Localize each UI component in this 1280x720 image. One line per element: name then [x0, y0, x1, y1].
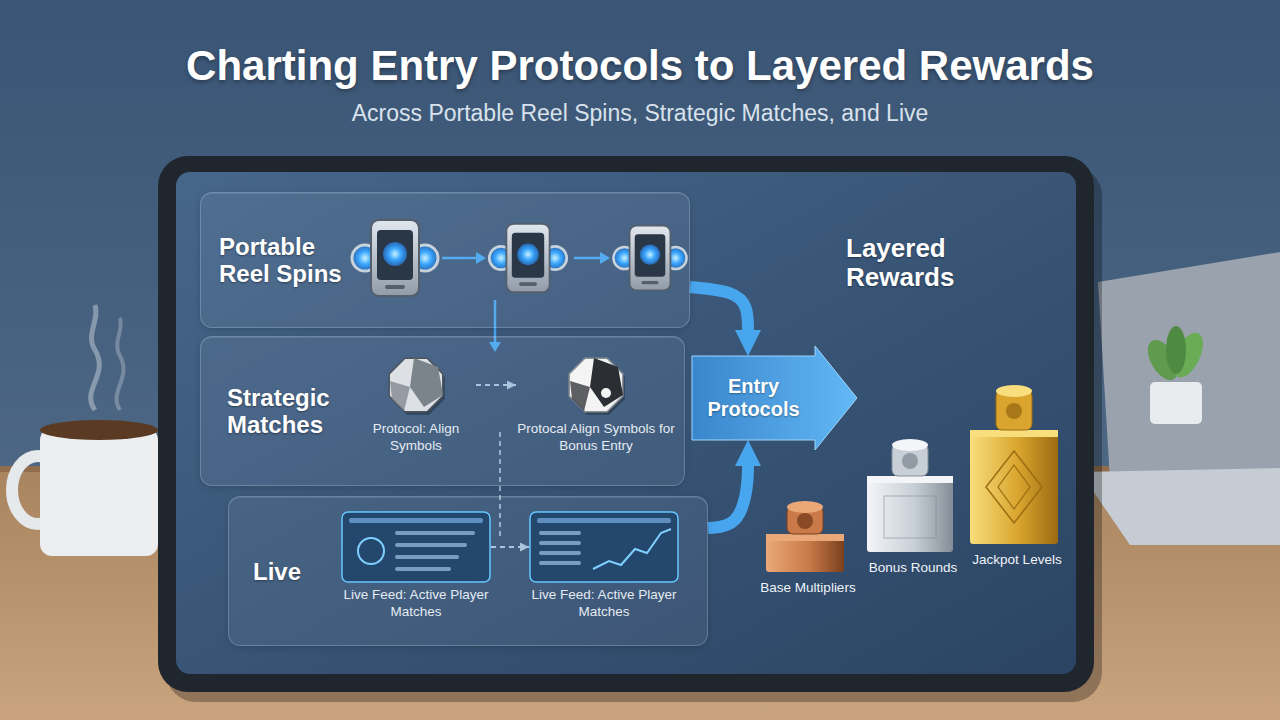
screen-bar: [349, 518, 483, 523]
feed-caption: Live Feed: Active Player Matches: [341, 587, 491, 621]
screen-row: [395, 567, 451, 571]
tablet-screen: [176, 172, 1076, 674]
screen-chart: [593, 529, 671, 569]
live-feed-card: Live Feed: Active Player Matches: [341, 511, 491, 621]
symbol-step: Protocol: Align Symbols: [356, 353, 476, 455]
screen-row: [395, 543, 467, 547]
podium-block: [867, 476, 953, 552]
flow-ribbon-arrow: [690, 287, 748, 333]
panel-heading: Strategic Matches: [227, 385, 367, 439]
plant-leaf: [1166, 326, 1186, 374]
icon-facet: [390, 381, 410, 411]
title: Charting Entry Protocols to Layered Rewa…: [0, 42, 1280, 90]
panel-heading: Portable Reel Spins: [219, 234, 359, 288]
screen-row: [539, 551, 581, 555]
screen-row: [395, 531, 475, 535]
category-panel: LiveLive Feed: Active Player MatchesLive…: [228, 496, 708, 646]
icon-face: [569, 358, 623, 412]
feed-caption: Live Feed: Active Player Matches: [529, 587, 679, 621]
reward-label: Jackpot Levels: [962, 552, 1072, 567]
label-holder: Layered Rewards: [846, 234, 996, 292]
octagon-icon: [516, 353, 676, 417]
trophy-top: [787, 501, 823, 513]
category-panel: Strategic MatchesProtocol: Align Symbols…: [200, 336, 685, 486]
screen-frame: [530, 512, 678, 582]
icon-facet: [410, 358, 443, 407]
icon-dot: [601, 388, 611, 398]
laptop-lid: [1098, 252, 1280, 480]
tablet-body: [158, 156, 1094, 692]
reward-podium: Base Multipliers: [752, 500, 864, 595]
trophy-emblem: [797, 513, 813, 529]
screen-row: [539, 531, 581, 535]
reward-label: Bonus Rounds: [860, 560, 966, 575]
trophy-emblem: [902, 453, 918, 469]
screen-row: [539, 541, 581, 545]
title-holder: Charting Entry Protocols to Layered Rewa…: [0, 42, 1280, 90]
live-screen: [341, 511, 491, 583]
icon-face: [389, 358, 443, 412]
coffee: [40, 420, 158, 440]
entry-arrow: Entry Protocols: [692, 356, 857, 440]
reward-podium: Bonus Rounds: [860, 438, 966, 575]
podium-top: [970, 430, 1058, 437]
podium-emboss: [998, 465, 1030, 509]
screen-bar: [537, 518, 671, 523]
steam: [117, 318, 124, 410]
live-screen: [529, 511, 679, 583]
subtitle: Across Portable Reel Spins, Strategic Ma…: [0, 100, 1280, 127]
live-feed-card: Live Feed: Active Player Matches: [529, 511, 679, 621]
arrow-body: [692, 346, 857, 450]
symbol-step: Protocal Align Symbols for Bonus Entry: [516, 353, 676, 455]
panel-heading: Live: [253, 559, 343, 586]
podium-shape: [860, 438, 966, 552]
reward-label: Base Multipliers: [752, 580, 864, 595]
podium-top: [766, 534, 844, 541]
podium-shape: [752, 500, 864, 572]
trophy-emblem: [1006, 403, 1022, 419]
podium-top: [867, 476, 953, 483]
icon-facet: [570, 381, 590, 411]
caption-holder: Across Portable Reel Spins, Strategic Ma…: [0, 100, 1280, 127]
screen-frame: [342, 512, 490, 582]
screen-row: [395, 555, 459, 559]
reward-podium: Jackpot Levels: [962, 384, 1072, 567]
steam: [91, 305, 100, 410]
podium-emboss: [884, 496, 936, 538]
step-caption: Protocol: Align Symbols: [356, 421, 476, 455]
step-caption: Protocal Align Symbols for Bonus Entry: [516, 421, 676, 455]
section-heading: Layered Rewards: [846, 234, 996, 292]
podium-block: [766, 534, 844, 572]
octagon-icon: [356, 353, 476, 417]
entry-label: Entry Protocols: [700, 375, 807, 421]
mug-body: [40, 428, 158, 556]
icon-facet: [590, 358, 623, 407]
trophy-top: [996, 385, 1032, 397]
screen-row: [539, 561, 581, 565]
tablet-shadow: [166, 166, 1102, 702]
trophy-top: [892, 439, 928, 451]
podium-shape: [962, 384, 1072, 544]
category-panel: Portable Reel Spins: [200, 192, 690, 328]
screen-ring: [358, 538, 384, 564]
podium-block: [970, 430, 1058, 544]
laptop-base: [1080, 468, 1280, 545]
podium-emboss: [986, 451, 1042, 523]
flow-ribbon-arrow: [708, 463, 748, 528]
plant-pot: [1150, 382, 1202, 424]
